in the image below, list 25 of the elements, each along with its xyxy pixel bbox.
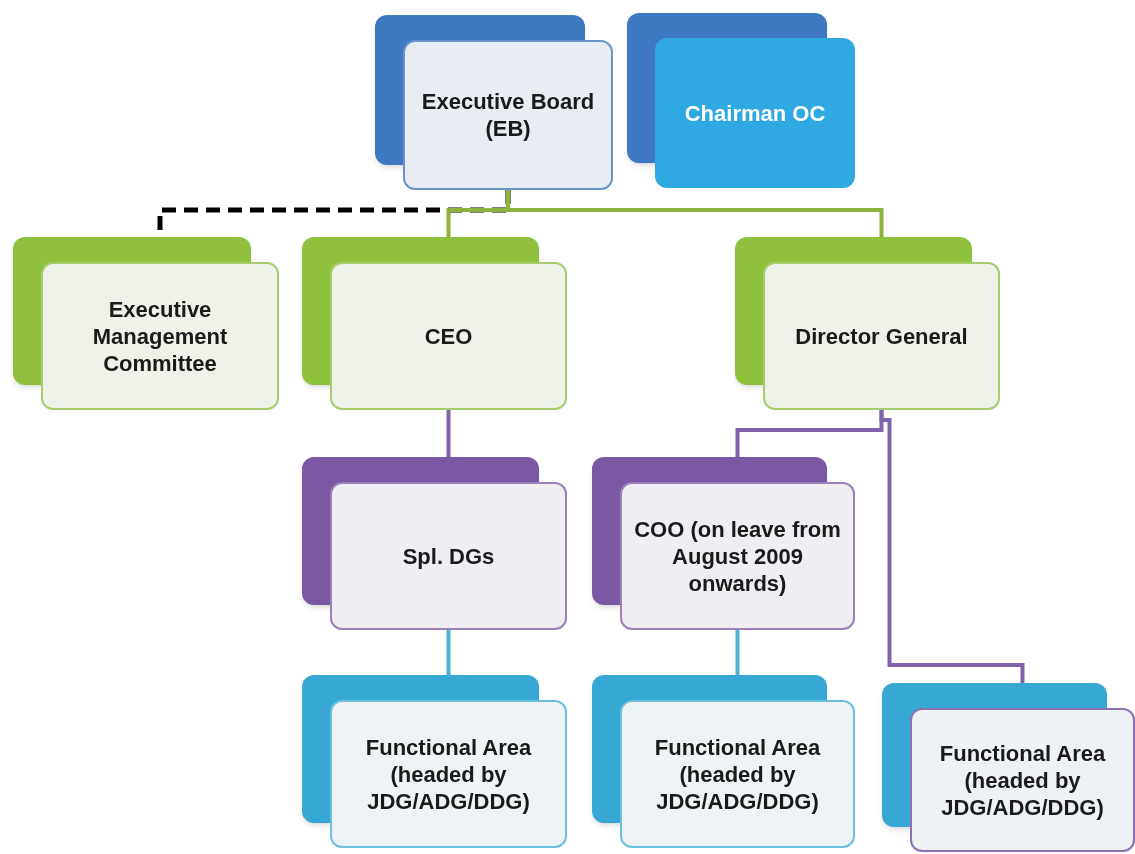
- org-chart-box: [735, 237, 1000, 410]
- box-label: COO (on leave from August 2009 onwards): [634, 515, 841, 597]
- box-label: Director General: [795, 322, 968, 350]
- org-chart-box: [882, 683, 1135, 852]
- org-chart-box: [592, 457, 855, 630]
- org-chart-box: [592, 675, 855, 848]
- box-label: Functional Area (headed by JDG/ADG/DDG): [364, 733, 533, 815]
- connector-line: [446, 630, 451, 675]
- box-label: Executive Management Committee: [91, 295, 229, 377]
- box-label: CEO: [424, 322, 473, 350]
- connector-line: [735, 630, 740, 675]
- org-chart-box: [302, 675, 567, 848]
- org-chart-box: [375, 15, 613, 190]
- box-label: Executive Board (EB): [420, 88, 596, 142]
- org-chart-box: [302, 237, 567, 410]
- box-label: Functional Area (headed by JDG/ADG/DDG): [653, 733, 822, 815]
- box-label: Spl. DGs: [402, 542, 495, 570]
- connector-line: [879, 410, 1025, 683]
- box-label: Chairman OC: [684, 99, 826, 127]
- connector-line: [506, 190, 884, 237]
- connector-line: [446, 410, 451, 457]
- org-chart-box: [302, 457, 567, 630]
- org-chart-box: [627, 13, 855, 188]
- box-label: Functional Area (headed by JDG/ADG/DDG): [938, 739, 1107, 821]
- org-chart-box: [13, 237, 279, 410]
